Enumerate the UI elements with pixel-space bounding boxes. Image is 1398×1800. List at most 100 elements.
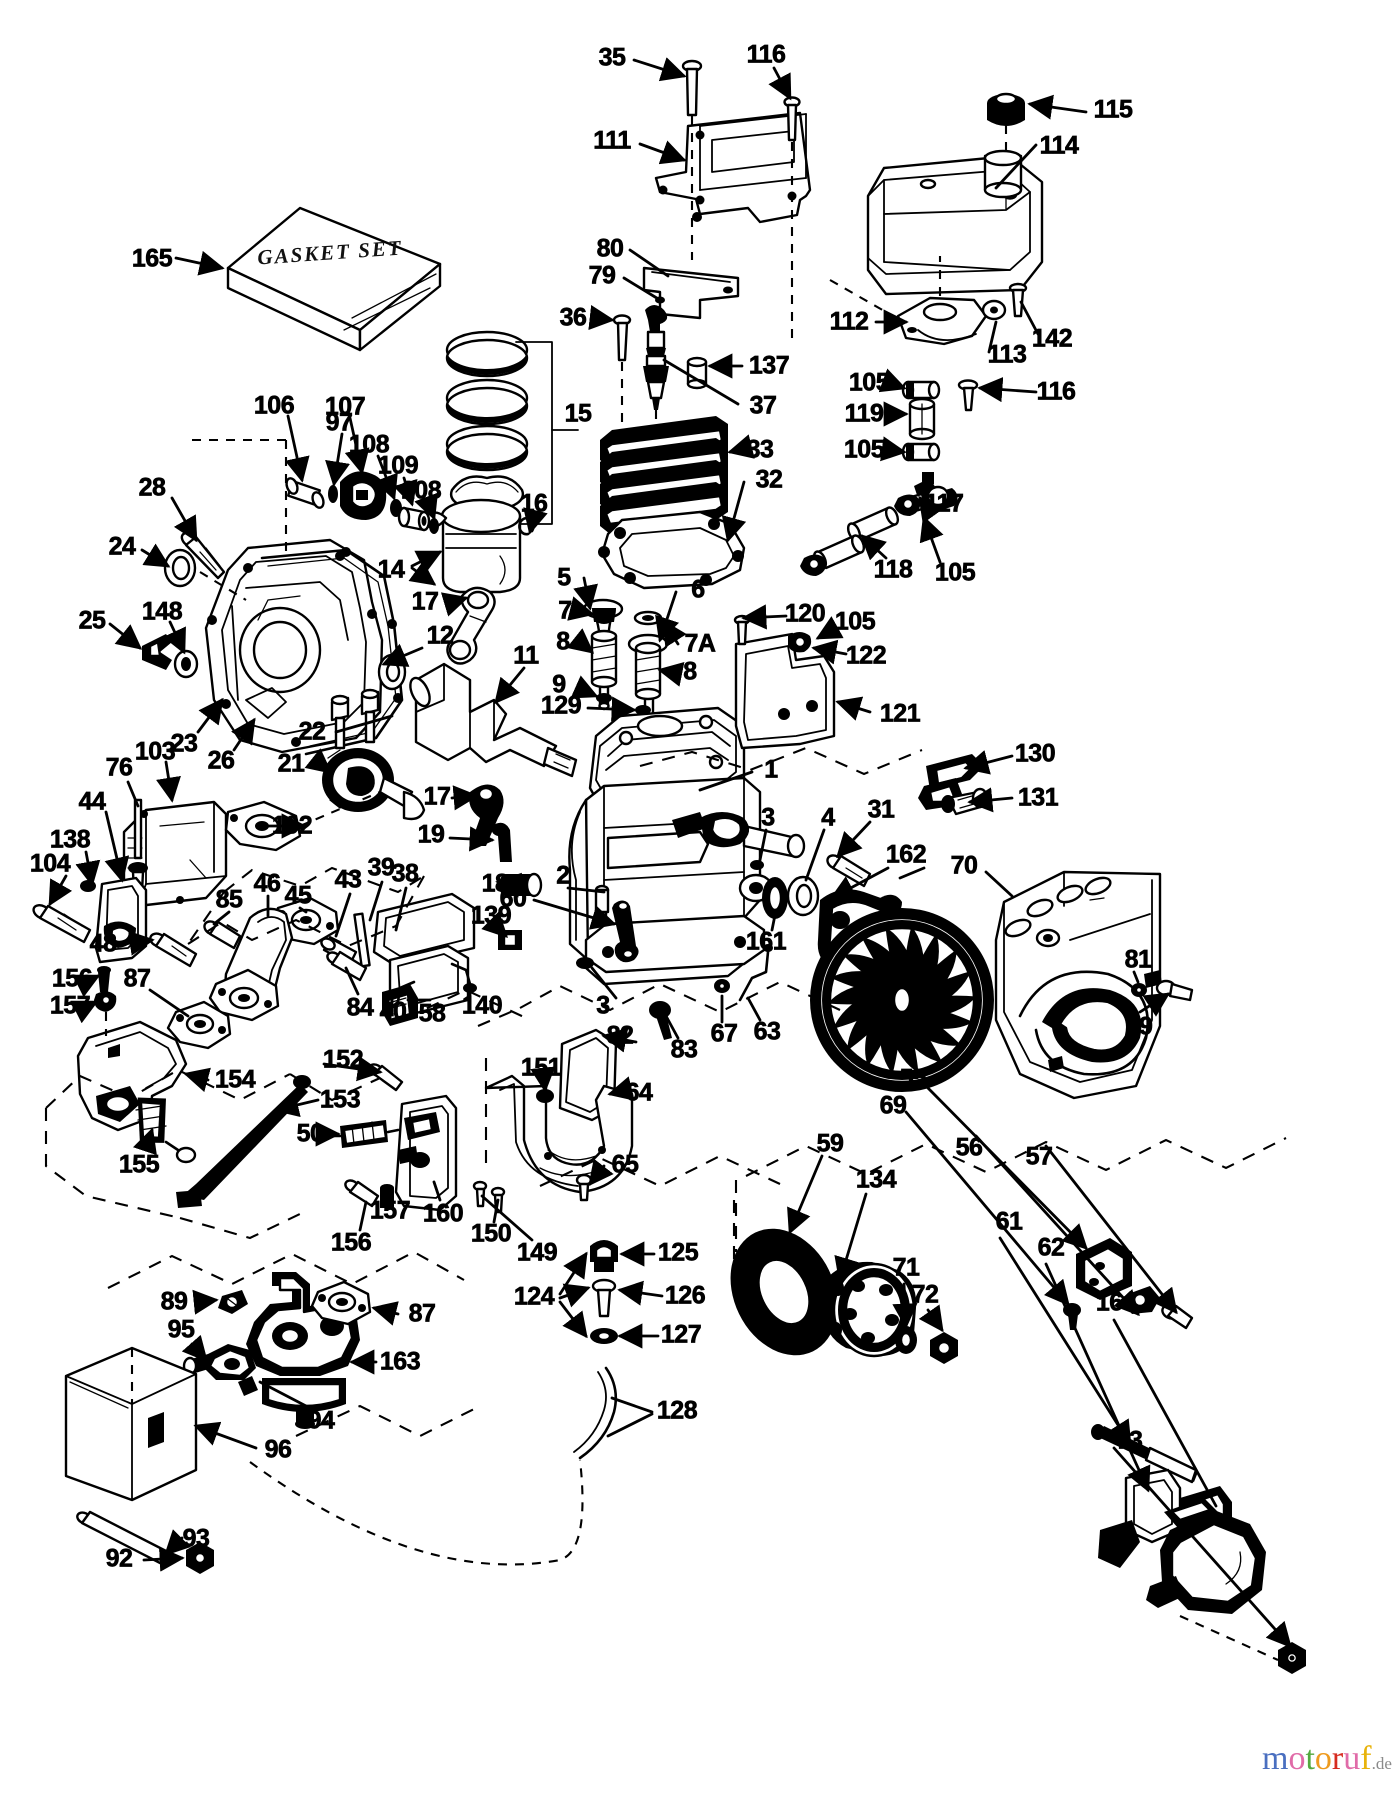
callout-number-64: 64 xyxy=(625,1078,653,1107)
part-piston-rings-15 xyxy=(445,330,579,525)
callout-number-131: 131 xyxy=(1017,783,1059,812)
callout-number-31: 31 xyxy=(867,795,895,824)
part-bolt-84 xyxy=(326,950,368,982)
callout-number-112: 112 xyxy=(829,307,869,336)
callout-number-106: 106 xyxy=(253,391,295,420)
part-bolt-152 xyxy=(368,1063,404,1092)
part-spring-8-right xyxy=(634,641,662,701)
callout-number-60: 60 xyxy=(499,884,527,913)
callout-number-108: 108 xyxy=(348,430,390,459)
callout-number-32: 32 xyxy=(755,465,783,494)
callout-number-81: 81 xyxy=(1124,945,1152,974)
callout-number-122: 122 xyxy=(845,641,887,670)
callout-number-152: 152 xyxy=(322,1045,364,1074)
callout-number-1: 1 xyxy=(764,755,779,784)
callout-number-57: 57 xyxy=(1025,1142,1053,1171)
part-fuel-filter-119 xyxy=(908,397,936,441)
callout-number-28: 28 xyxy=(138,473,166,502)
callout-number-156: 156 xyxy=(330,1228,372,1257)
part-crankshaft-11 xyxy=(409,662,578,778)
callout-number-87: 87 xyxy=(123,964,151,993)
part-pushrod-19 xyxy=(491,822,512,862)
callout-number-7: 7 xyxy=(558,596,573,625)
callout-number-162: 162 xyxy=(885,840,927,869)
callout-number-104: 104 xyxy=(29,849,71,878)
part-head-gasket-32 xyxy=(598,510,746,590)
callout-number-164: 164 xyxy=(1095,1288,1137,1317)
part-bolt-36 xyxy=(612,314,632,362)
callout-number-154: 154 xyxy=(214,1065,256,1094)
part-bolt-35 xyxy=(681,59,703,117)
callout-number-94: 94 xyxy=(307,1406,335,1435)
part-clamp-105-a xyxy=(894,494,921,516)
callout-number-37: 37 xyxy=(749,391,777,420)
part-fuel-cap-115 xyxy=(987,92,1025,126)
part-nut-92 xyxy=(186,1542,214,1574)
callout-number-58: 58 xyxy=(418,999,446,1028)
part-screw-149 xyxy=(472,1180,488,1208)
callout-number-105: 105 xyxy=(834,607,876,636)
watermark-letter-3: o xyxy=(1314,1740,1332,1777)
part-pulley-134 xyxy=(822,1261,917,1358)
callout-number-39: 39 xyxy=(367,853,395,882)
callout-number-153: 153 xyxy=(319,1085,361,1114)
callout-number-121: 121 xyxy=(879,699,921,728)
callout-number-95: 95 xyxy=(167,1315,195,1344)
callout-number-22: 22 xyxy=(298,717,326,746)
callout-number-93: 93 xyxy=(182,1524,210,1553)
part-washer-67 xyxy=(714,979,730,993)
callout-number-55: 55 xyxy=(899,1064,927,1093)
part-flywheel xyxy=(810,908,994,1092)
part-oring-97 xyxy=(328,485,338,503)
callout-number-8: 8 xyxy=(683,657,698,686)
part-carburetor-163 xyxy=(246,1272,360,1429)
callout-number-130: 130 xyxy=(1014,739,1056,768)
callout-number-119: 119 xyxy=(844,399,884,428)
part-fitting-95 xyxy=(182,1344,256,1380)
callout-number-65: 65 xyxy=(611,1150,639,1179)
callout-number-163: 163 xyxy=(379,1347,421,1376)
callout-number-11: 11 xyxy=(513,641,540,670)
callout-number-25: 25 xyxy=(78,606,106,635)
part-screw-65 xyxy=(575,1173,593,1202)
watermark-letter-5: u xyxy=(1343,1740,1361,1777)
callout-number-160: 160 xyxy=(422,1199,464,1228)
callout-number-128: 128 xyxy=(656,1396,698,1425)
callout-number-85: 85 xyxy=(215,885,243,914)
part-bracket-112 xyxy=(896,296,988,346)
part-nut-138 xyxy=(80,880,96,892)
part-bolt-85 xyxy=(203,920,242,950)
assembly-outline-left xyxy=(223,866,425,894)
part-clamp-105-d xyxy=(901,442,941,462)
callout-number-155: 155 xyxy=(118,1150,160,1179)
part-clamp-105-b xyxy=(800,554,827,576)
part-primer-125 xyxy=(590,1240,618,1272)
callout-number-18: 18 xyxy=(481,869,509,898)
callout-number-117: 117 xyxy=(924,489,964,518)
part-control-plate-160 xyxy=(394,1094,458,1212)
part-spring-50 xyxy=(328,1120,400,1148)
callout-number-71: 71 xyxy=(892,1253,920,1282)
part-tappets-22 xyxy=(330,688,380,750)
part-washer-113 xyxy=(981,299,1007,321)
part-stud-76 xyxy=(128,798,148,894)
callout-number-48: 48 xyxy=(89,929,117,958)
callout-number-109: 109 xyxy=(377,451,419,480)
callout-number-165: 165 xyxy=(131,244,173,273)
part-washer-81 xyxy=(1131,983,1147,997)
part-bracket-55 xyxy=(1076,1238,1132,1300)
callout-number-15: 15 xyxy=(564,399,592,428)
part-piston-14 xyxy=(422,498,522,594)
callout-number-120: 120 xyxy=(784,599,826,628)
callout-number-96: 96 xyxy=(264,1435,292,1464)
part-gasket-102 xyxy=(224,800,302,852)
watermark-letter-6: f xyxy=(1360,1740,1372,1777)
callout-number-127: 127 xyxy=(660,1320,702,1349)
callout-number-108: 108 xyxy=(400,476,442,505)
callout-number-17: 17 xyxy=(411,587,439,616)
part-keeper-9 xyxy=(596,693,612,703)
callout-number-102: 102 xyxy=(271,811,313,840)
callout-number-80: 80 xyxy=(596,234,624,263)
callout-number-92: 92 xyxy=(105,1544,133,1573)
part-rod-153 xyxy=(176,1075,311,1208)
